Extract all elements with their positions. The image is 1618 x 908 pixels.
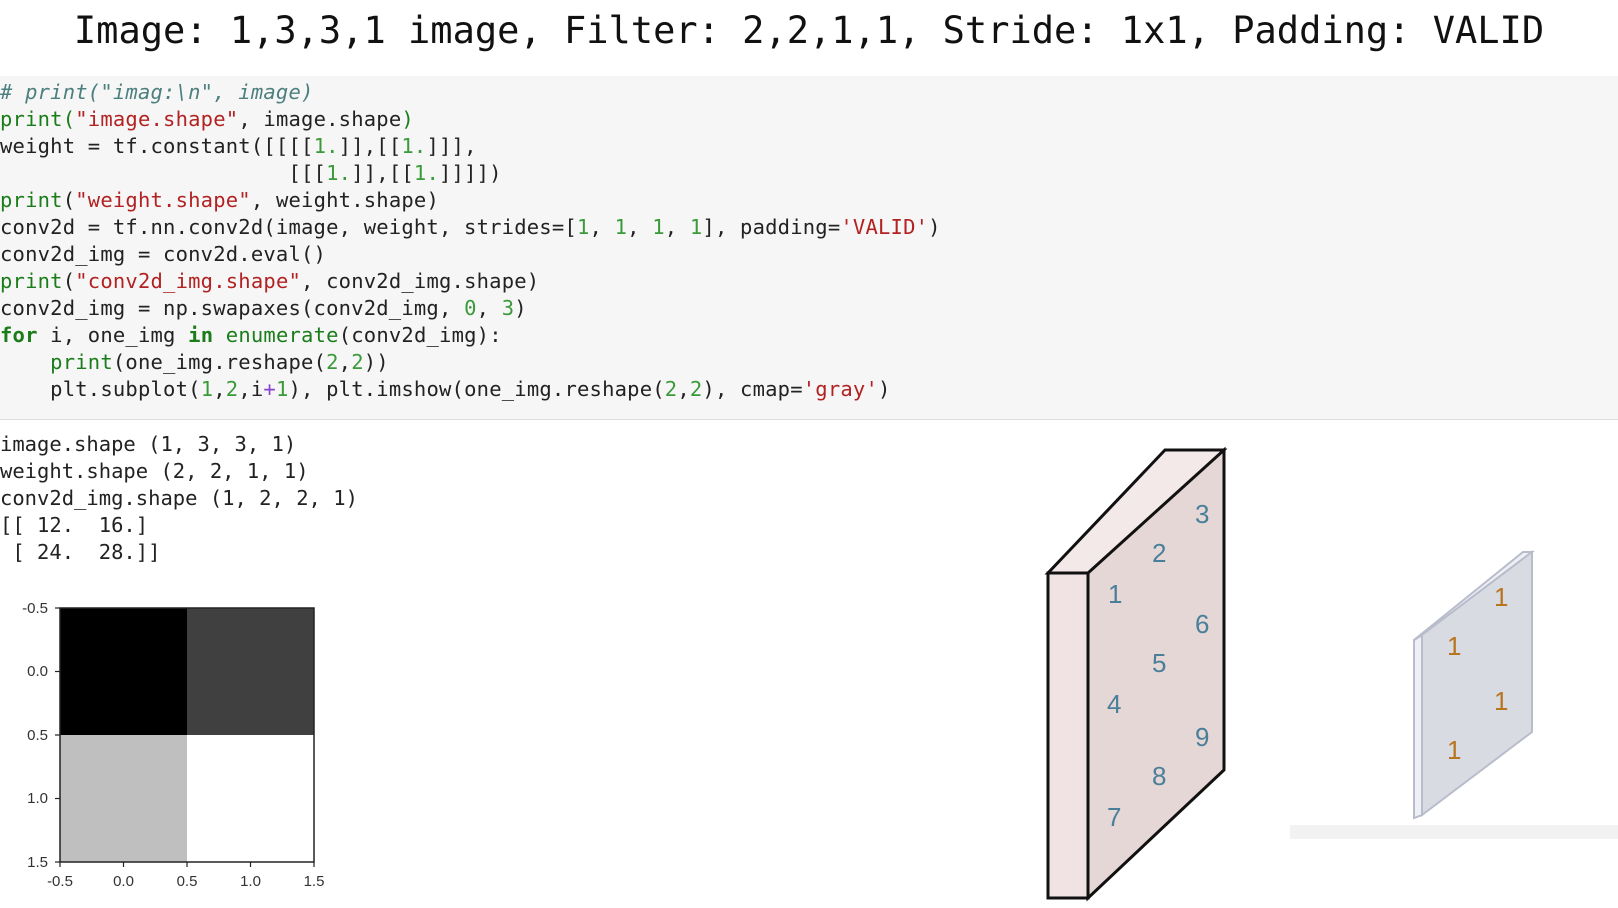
x-tick-label: 1.5 [304, 873, 325, 890]
code-line-9: conv2d_img = np.swapaxes(conv2d_img, 0, … [0, 296, 527, 320]
x-tick-label: -0.5 [47, 873, 73, 890]
filter-digit: 1 [1447, 631, 1461, 661]
filter-shadow [1290, 825, 1618, 839]
pixel-0-1 [187, 608, 314, 735]
output-line-5: [ 24. 28.]] [0, 540, 161, 564]
filter-block-face [1421, 549, 1533, 818]
code-line-1: # print("imag:\n", image) [0, 80, 314, 104]
code-line-6: conv2d = tf.nn.conv2d(image, weight, str… [0, 215, 941, 239]
output-line-3: conv2d_img.shape (1, 2, 2, 1) [0, 486, 358, 510]
filter-digit: 1 [1494, 582, 1508, 612]
y-tick-label: -0.5 [22, 600, 48, 617]
image-digit: 3 [1195, 499, 1209, 529]
code-cell[interactable]: # print("imag:\n", image) print("image.s… [0, 76, 1618, 420]
code-line-5: print("weight.shape", weight.shape) [0, 188, 439, 212]
pixel-1-1 [187, 735, 314, 862]
code-line-10: for i, one_img in enumerate(conv2d_img): [0, 323, 502, 347]
code-line-12: plt.subplot(1,2,i+1), plt.imshow(one_img… [0, 377, 891, 401]
x-tick-label: 0.0 [113, 873, 134, 890]
code-line-4: [[[1.]],[[1.]]]]) [0, 161, 502, 185]
y-tick-label: 0.0 [27, 663, 48, 680]
filter-digit: 1 [1494, 686, 1508, 716]
y-tick-label: 0.5 [27, 727, 48, 744]
y-tick-label: 1.5 [27, 854, 48, 871]
code-line-8: print("conv2d_img.shape", conv2d_img.sha… [0, 269, 540, 293]
filter-block-edge [1413, 633, 1423, 820]
image-digit: 5 [1152, 648, 1166, 678]
output-line-2: weight.shape (2, 2, 1, 1) [0, 459, 309, 483]
x-tick-label: 0.5 [177, 873, 198, 890]
output-line-4: [[ 12. 16.] [0, 513, 149, 537]
image-block-side [1046, 571, 1090, 900]
y-tick-label: 1.0 [27, 790, 48, 807]
code-line-2: print("image.shape", image.shape) [0, 107, 414, 131]
output-line-1: image.shape (1, 3, 3, 1) [0, 432, 297, 456]
slide-title: Image: 1,3,3,1 image, Filter: 2,2,1,1, S… [73, 9, 1545, 52]
imshow-plot: -0.5 0.0 0.5 1.0 1.5 -0.5 0.0 0.5 1.0 1.… [22, 600, 325, 890]
x-tick-label: 1.0 [240, 873, 261, 890]
image-digit: 1 [1108, 579, 1122, 609]
image-digit: 8 [1152, 761, 1166, 791]
image-digit: 2 [1152, 538, 1166, 568]
pixel-0-0 [60, 608, 187, 735]
image-block-face [1086, 446, 1226, 902]
image-digit: 9 [1195, 722, 1209, 752]
image-digit: 4 [1107, 689, 1121, 719]
code-line-7: conv2d_img = conv2d.eval() [0, 242, 327, 266]
pixel-1-0 [60, 735, 187, 862]
filter-digit: 1 [1447, 735, 1461, 765]
image-digit: 7 [1107, 802, 1121, 832]
filter-block-illustration: 1 1 1 1 [1290, 549, 1618, 839]
image-digit: 6 [1195, 609, 1209, 639]
code-line-11: print(one_img.reshape(2,2)) [50, 350, 389, 374]
code-line-3: weight = tf.constant([[[[1.]],[[1.]]], [0, 134, 477, 158]
image-block-illustration: 1 2 3 4 5 6 7 8 9 [1044, 446, 1228, 902]
